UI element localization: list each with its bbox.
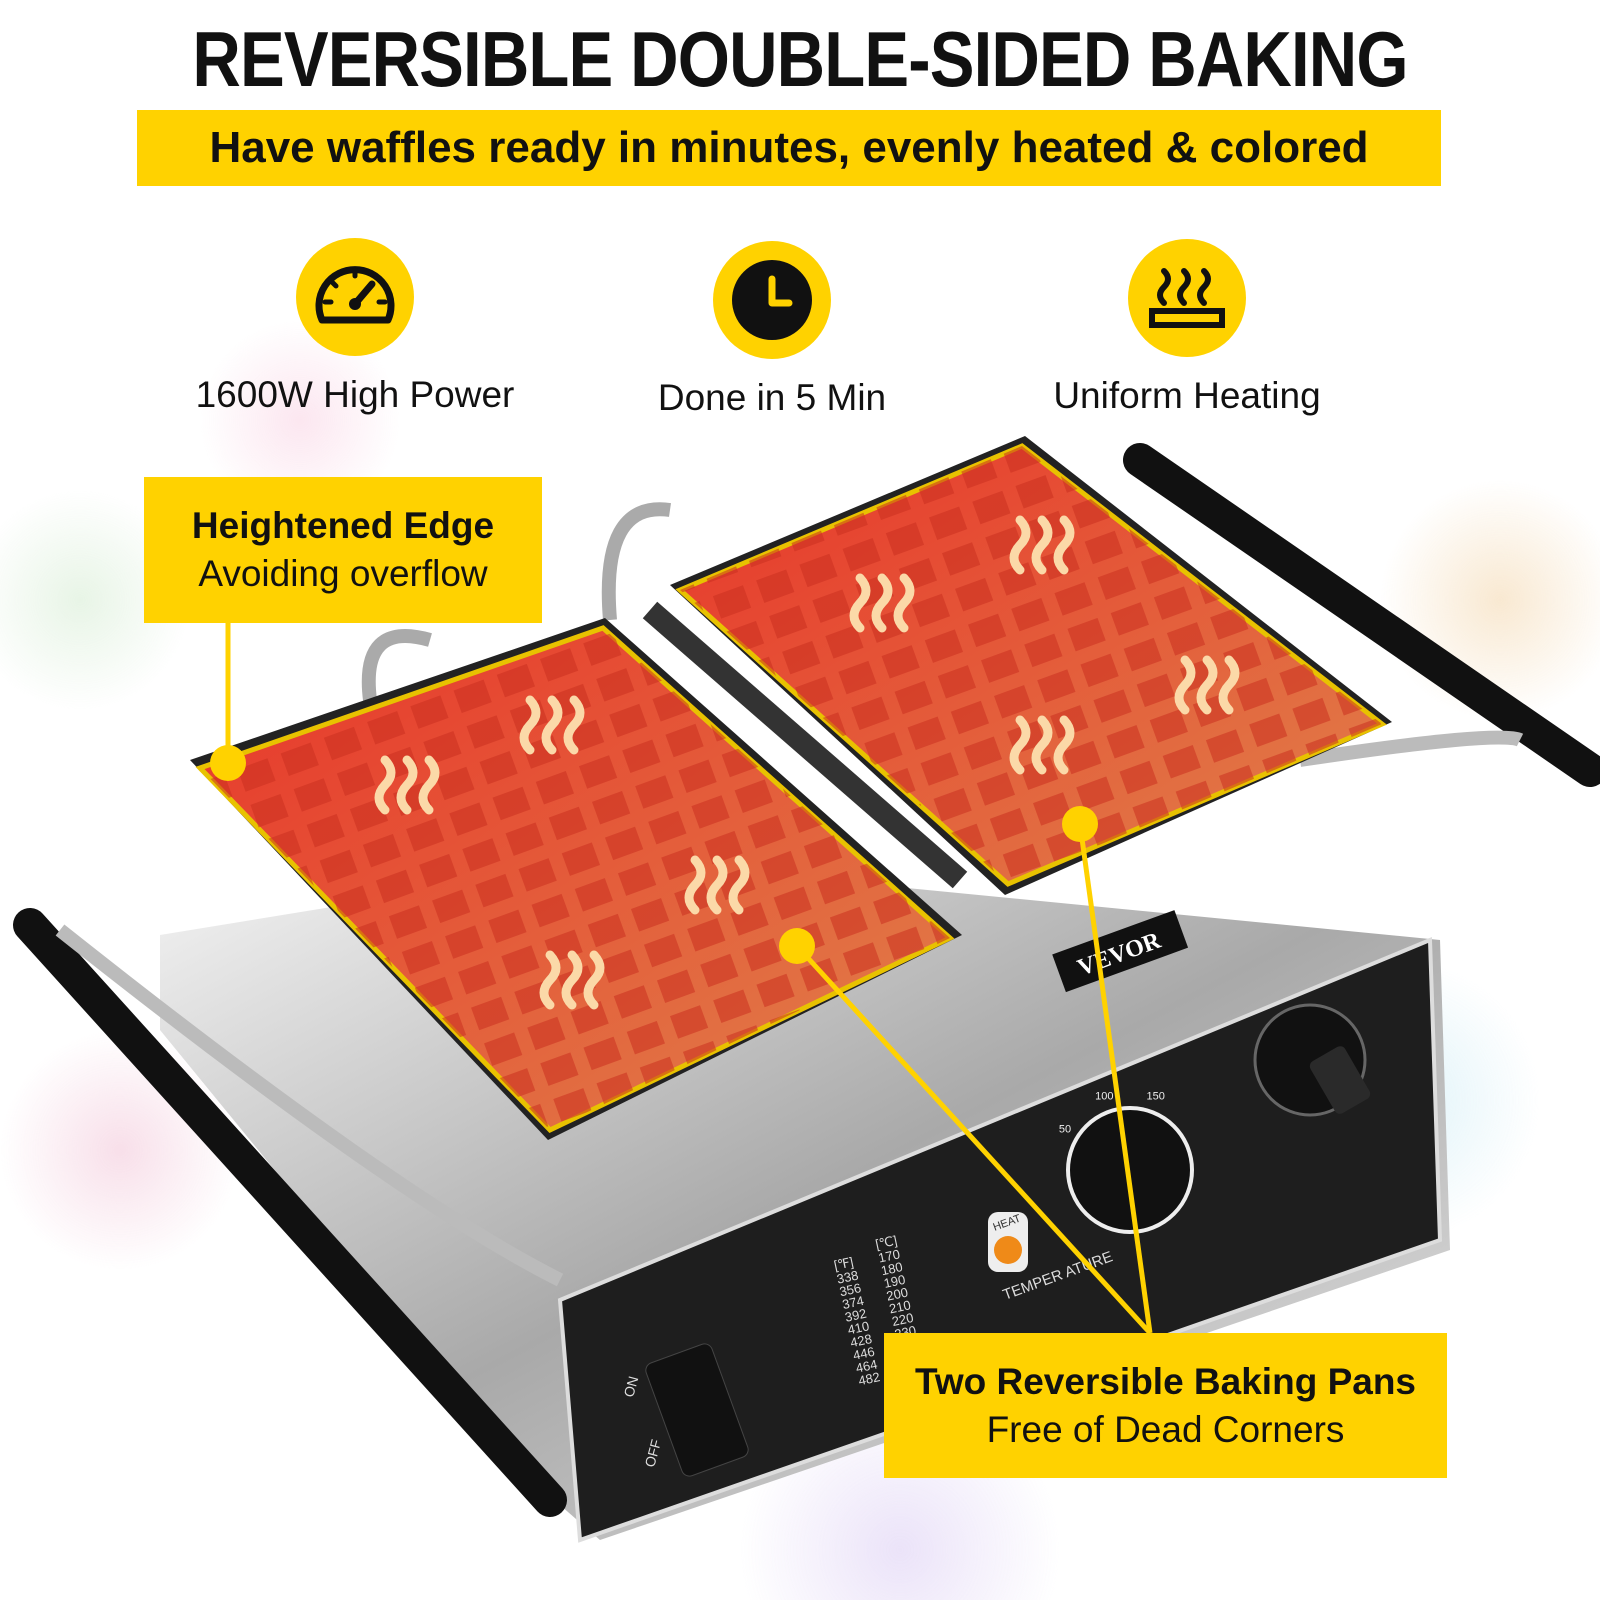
celsius-value: 220 xyxy=(890,1310,914,1329)
front-handle xyxy=(13,908,567,1517)
dial-mark: 50 xyxy=(1059,1124,1071,1136)
callout-lines xyxy=(225,623,1153,1335)
fahrenheit-value: 410 xyxy=(846,1318,870,1337)
fahrenheit-value: 356 xyxy=(838,1280,862,1299)
callout-heightened-edge: Heightened Edge Avoiding overflow xyxy=(144,477,542,623)
callout-text: Avoiding overflow xyxy=(198,553,488,594)
subtitle-banner: Have waffles ready in minutes, evenly he… xyxy=(137,110,1441,186)
fahrenheit-value: 446 xyxy=(852,1344,876,1363)
back-handle xyxy=(1123,443,1600,787)
callout-dots xyxy=(210,745,1098,964)
feature-label: Uniform Heating xyxy=(1053,375,1321,416)
feature-heating: Uniform Heating xyxy=(977,239,1397,417)
fahrenheit-value: 482 xyxy=(857,1369,881,1388)
callout-heading: Heightened Edge xyxy=(191,505,495,546)
feature-label: Done in 5 Min xyxy=(657,377,887,418)
fahrenheit-value: 464 xyxy=(854,1356,878,1375)
fahrenheit-value: 374 xyxy=(841,1293,865,1312)
subtitle-text: Have waffles ready in minutes, evenly he… xyxy=(209,123,1369,172)
feature-time: Done in 5 Min xyxy=(562,241,982,419)
feature-power: 1600W High Power xyxy=(145,238,565,416)
fahrenheit-value: 338 xyxy=(835,1267,859,1286)
fahrenheit-value: 392 xyxy=(844,1306,868,1325)
switch-on-label: ON xyxy=(620,1374,641,1398)
dial-mark: 100 xyxy=(1095,1091,1113,1103)
clock-icon xyxy=(713,241,831,359)
speedometer-icon xyxy=(296,238,414,356)
page-title: REVERSIBLE DOUBLE-SIDED BAKING xyxy=(192,15,1408,103)
feature-label: 1600W High Power xyxy=(195,374,515,415)
hinge-bar xyxy=(642,601,968,889)
fahrenheit-value: 428 xyxy=(849,1331,873,1350)
celsius-value: 170 xyxy=(877,1246,901,1265)
switch-off-label: OFF xyxy=(641,1438,664,1469)
callout-heading: Two Reversible Baking Pans xyxy=(914,1360,1417,1402)
dial-mark: 150 xyxy=(1146,1091,1164,1103)
heat-waves-icon xyxy=(1128,239,1246,357)
celsius-value: 210 xyxy=(888,1297,912,1316)
callout-text: Free of Dead Corners xyxy=(986,1408,1345,1450)
svg-text:[℃]: [℃] xyxy=(874,1233,898,1252)
celsius-value: 190 xyxy=(882,1272,906,1291)
power-switch xyxy=(645,1343,749,1477)
celsius-value: 200 xyxy=(885,1284,909,1303)
svg-text:[℉]: [℉] xyxy=(833,1254,855,1273)
callout-reversible-pans: Two Reversible Baking Pans Free of Dead … xyxy=(884,1333,1447,1478)
heat-waves-icon xyxy=(374,515,1240,1010)
celsius-value: 180 xyxy=(880,1259,904,1278)
